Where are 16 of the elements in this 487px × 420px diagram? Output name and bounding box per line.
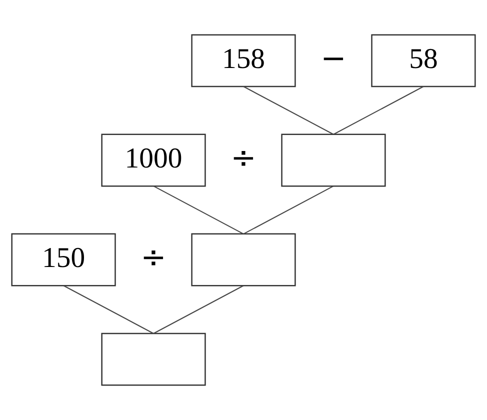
node-box: 1000 <box>101 134 206 187</box>
node-box <box>101 332 206 386</box>
node-box <box>281 134 386 187</box>
label: ÷ <box>230 140 256 176</box>
node-box: 58 <box>371 34 476 88</box>
node-box: 150 <box>11 233 116 286</box>
connector <box>333 86 424 135</box>
node-box <box>191 233 296 286</box>
label: − <box>320 41 346 76</box>
connector <box>153 186 244 234</box>
connector <box>243 186 334 234</box>
label: ÷ <box>140 240 166 276</box>
connector <box>243 86 334 135</box>
connector <box>153 285 244 334</box>
node-box: 158 <box>191 34 296 88</box>
connector <box>63 285 154 334</box>
